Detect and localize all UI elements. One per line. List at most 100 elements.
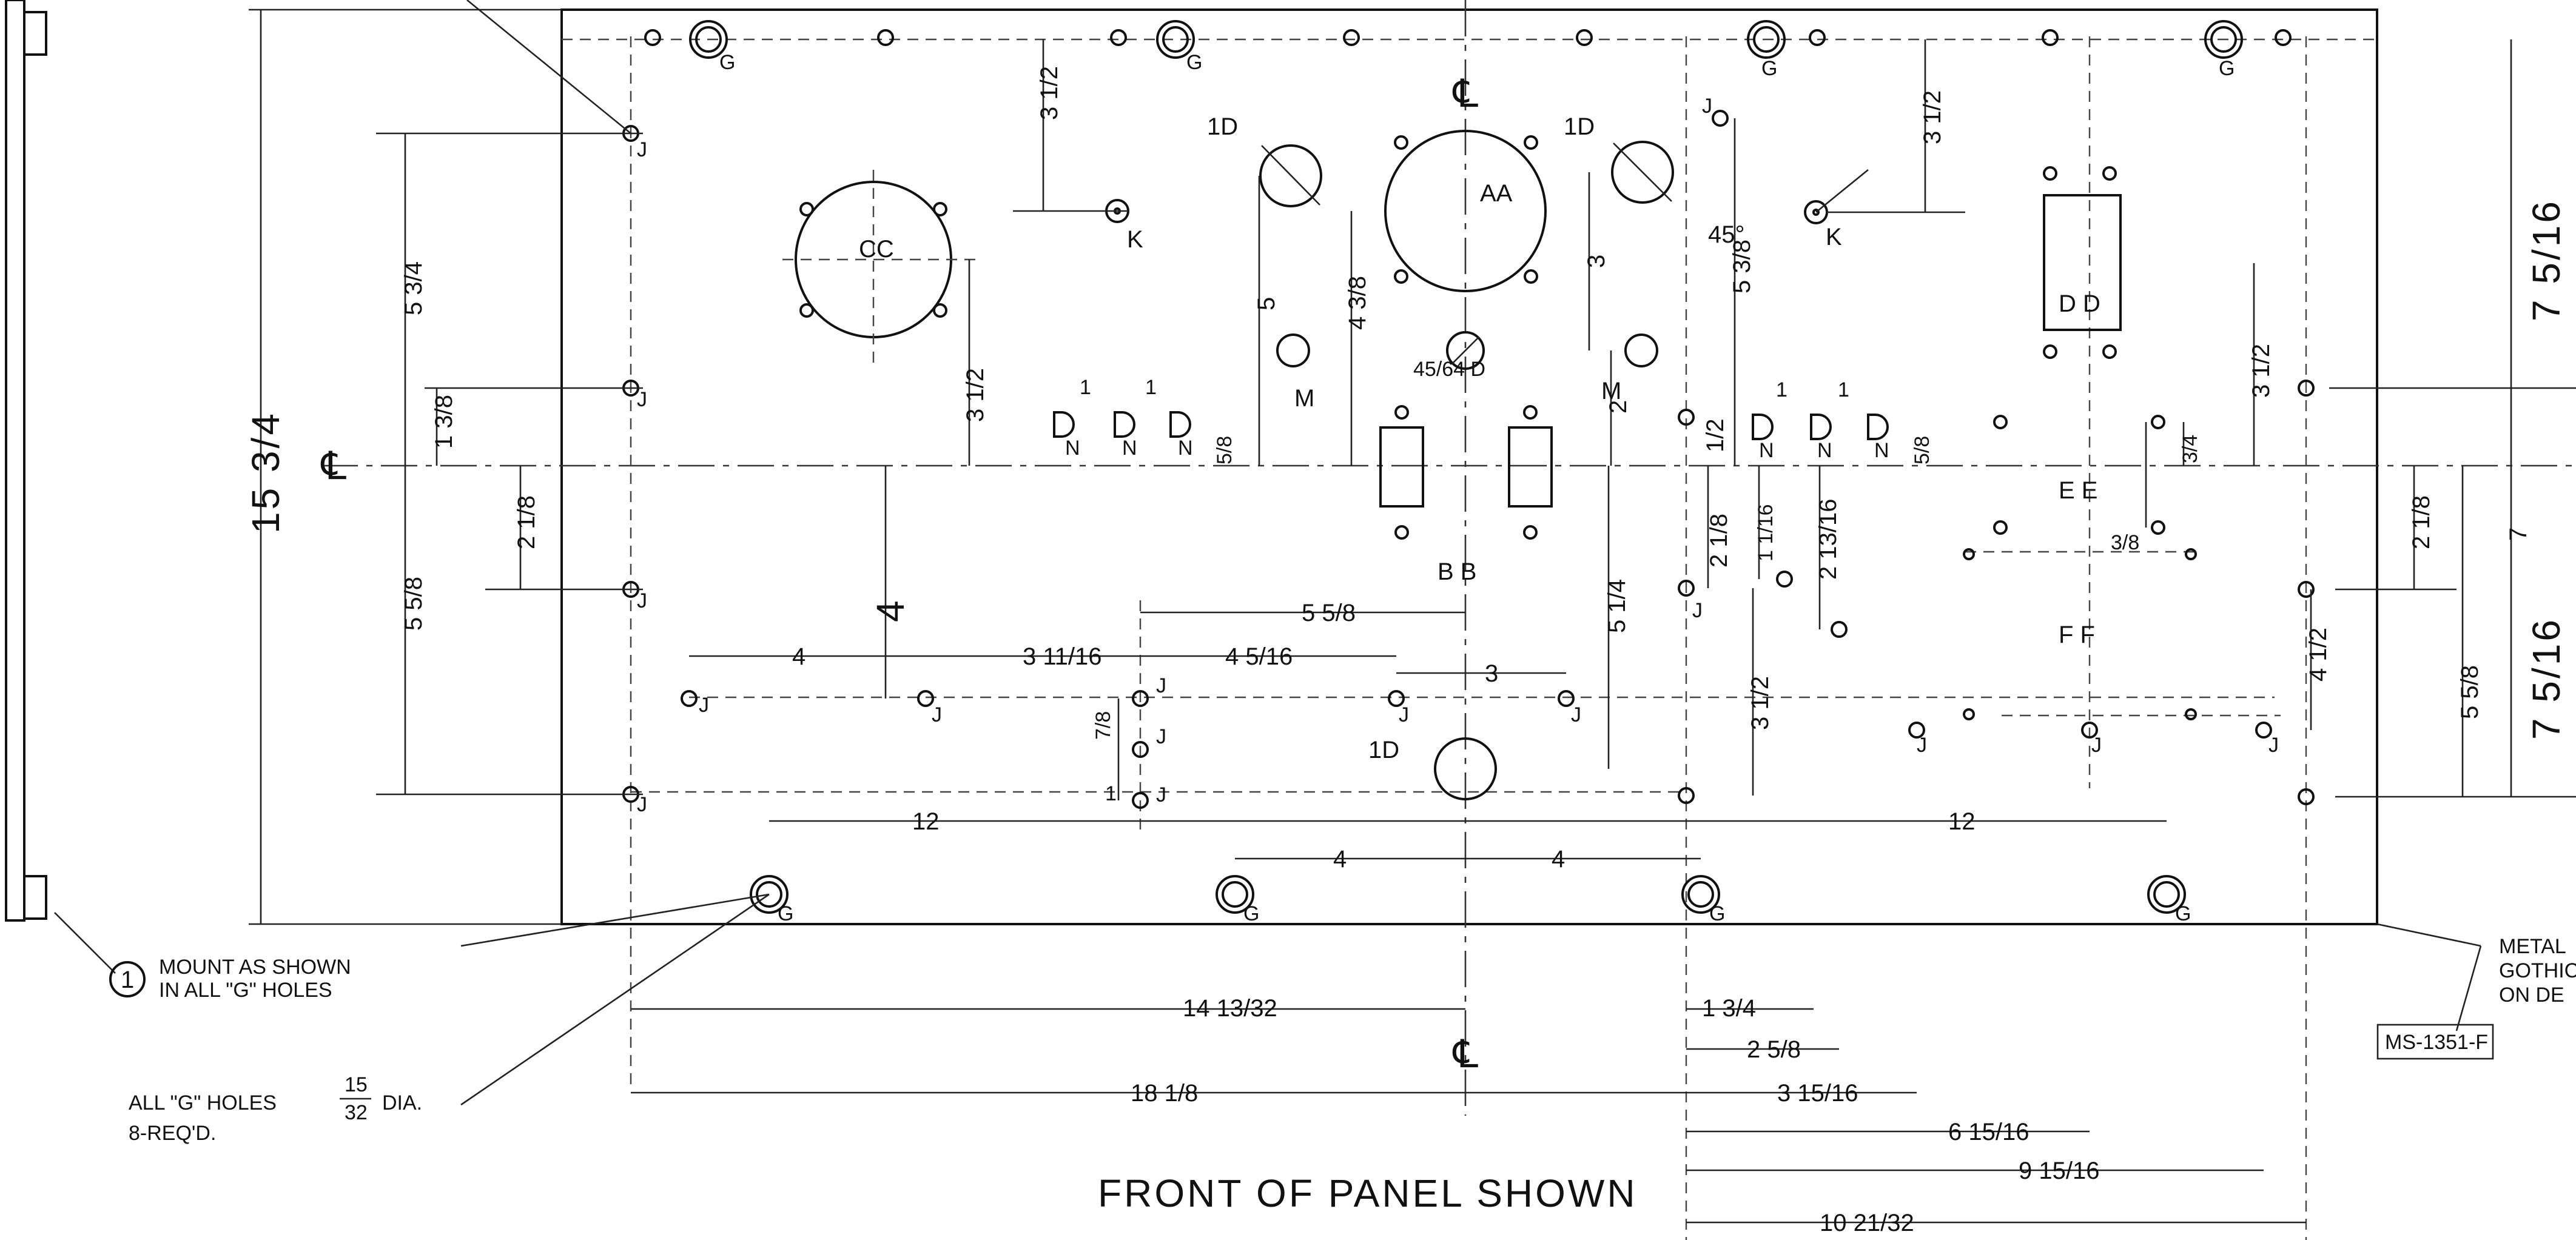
panel-outline <box>560 8 2378 925</box>
dim-lower-left: 5 5/8 <box>400 577 427 631</box>
dim-right-2-1-8: 2 1/8 <box>2408 495 2435 549</box>
dim-n-5-8: 5/8 <box>1213 436 1236 464</box>
dim-top-3-1-2-b: 3 1/2 <box>1919 90 1946 144</box>
label-m-right: M <box>1601 378 1621 404</box>
dim-2: 2 <box>1605 400 1632 414</box>
j-holes <box>622 29 2315 809</box>
metal-note-line1: METAL <box>2499 935 2566 958</box>
dim-base-14-13-32: 14 13/32 <box>1183 995 1277 1022</box>
dim-row-3-11-16: 3 11/16 <box>1023 643 1102 670</box>
dim-base-6-15-16: 6 15/16 <box>1948 1119 2029 1145</box>
dim-right-7-5-16-b: 7 5/16 <box>2524 617 2568 740</box>
label-j: J <box>1692 599 1703 622</box>
dim-ee-3-4: 3/4 <box>2179 435 2202 463</box>
dim-mid-2-13-16: 2 13/16 <box>1815 499 1841 580</box>
label-j: J <box>699 694 709 717</box>
dim-bottom-12-right: 12 <box>1948 808 1976 835</box>
dim-1-2: 1/2 <box>1702 418 1729 452</box>
m-holes <box>1276 333 1658 367</box>
g-holes-dia-num: 15 <box>345 1073 368 1096</box>
centerline-symbol-top: ℄ <box>1452 72 1481 115</box>
label-aa: AA <box>1480 180 1513 207</box>
label-dd: D D <box>2059 290 2100 317</box>
note-balloon-number: 1 <box>121 967 134 993</box>
dim-bottom-12-left: 12 <box>912 808 940 835</box>
label-k-right: K <box>1826 224 1842 250</box>
dim-mid-2-1-8: 2 1/8 <box>1706 514 1732 568</box>
dim-base-9-15-16: 9 15/16 <box>2019 1158 2099 1184</box>
label-1d-a: 1D <box>1207 113 1238 140</box>
mount-note-line1: MOUNT AS SHOWN <box>159 956 351 979</box>
dim-3: 3 <box>1583 255 1610 268</box>
dimension-lines <box>249 8 2576 1224</box>
dim-base-2-5-8: 2 5/8 <box>1747 1036 1801 1063</box>
dim-mid-1-1-16: 1 1/16 <box>1754 504 1777 561</box>
dim-row-3: 3 <box>1485 660 1498 687</box>
label-1d-c: 1D <box>1368 737 1399 763</box>
ee-ff-cutouts <box>1963 415 2197 720</box>
dimension-values: 15 3/4 5 3/4 5 5/8 1 3/8 2 1/8 3 1/2 3 1… <box>244 66 2568 1236</box>
dim-overall-height: 15 3/4 <box>244 411 288 534</box>
label-j: J <box>1156 674 1166 697</box>
label-n: N <box>1817 439 1832 462</box>
label-j: J <box>637 589 647 612</box>
panel-side-profile <box>5 0 47 922</box>
label-n: N <box>1759 439 1774 462</box>
dim-ee-3-8: 3/8 <box>2111 531 2139 554</box>
dim-top-3-1-2-a: 3 1/2 <box>1036 66 1063 120</box>
label-j: J <box>1399 703 1409 726</box>
g-holes-note-line2: 8-REQ'D. <box>129 1122 216 1145</box>
dim-mid-5-1-4: 5 1/4 <box>1604 579 1630 633</box>
label-cc: CC <box>859 236 894 263</box>
label-1d-b: 1D <box>1564 113 1595 140</box>
dim-cc-3-1-2: 3 1/2 <box>962 368 989 422</box>
label-g: G <box>1709 902 1725 925</box>
cc-cutout <box>782 170 983 364</box>
dim-mid-4-v: 4 <box>869 598 912 622</box>
label-n: N <box>1065 437 1080 460</box>
label-j: J <box>2091 734 2102 757</box>
dim-5: 5 <box>1253 297 1280 310</box>
label-j: J <box>637 138 647 161</box>
part-tag: MS-1351-F <box>2385 1031 2488 1054</box>
dim-right-7-5-16: 7 5/16 <box>2524 199 2568 321</box>
label-n: N <box>1178 437 1193 460</box>
label-k-left: K <box>1127 226 1143 253</box>
metal-note-line3: ON DE <box>2499 984 2564 1007</box>
dim-left-2-1-8: 2 1/8 <box>513 495 540 549</box>
note-balloon <box>109 961 146 997</box>
hole-letter-tags: G G G G G G G G J J J J J J J J J J J J … <box>637 51 2279 925</box>
label-j: J <box>1702 95 1712 118</box>
dim-col-1: 1 <box>1105 782 1117 805</box>
label-g: G <box>1186 51 1202 74</box>
label-j: J <box>1156 783 1166 806</box>
dim-right-5-5-8: 5 5/8 <box>2457 665 2483 719</box>
dim-n-5-8-b: 5/8 <box>1911 436 1934 464</box>
g-holes-dia-word: DIA. <box>382 1091 422 1114</box>
dim-dd-3-1-2: 3 1/2 <box>2248 344 2275 398</box>
label-j: J <box>637 388 647 411</box>
one-d-holes <box>1259 141 1674 800</box>
dim-upper-left: 5 3/4 <box>400 261 427 315</box>
dim-col-7-8: 7/8 <box>1092 711 1115 740</box>
dim-n-1-d: 1 <box>1838 378 1849 401</box>
metal-note-line2: GOTHIC <box>2499 959 2576 982</box>
part-tag-box <box>2376 1024 2494 1060</box>
centerline-symbol-left: ℄ <box>320 444 349 488</box>
dim-row-4: 4 <box>792 643 805 670</box>
centerline-symbol-bottom: ℄ <box>1452 1032 1481 1076</box>
mount-note-line2: IN ALL "G" HOLES <box>159 979 332 1002</box>
label-j: J <box>932 703 942 726</box>
dim-base-18-1-8: 18 1/8 <box>1131 1080 1198 1107</box>
label-bb: B B <box>1438 558 1476 585</box>
label-j: J <box>1571 703 1581 726</box>
label-ff: F F <box>2059 622 2095 648</box>
dim-row-5-5-8: 5 5/8 <box>1302 600 1356 626</box>
aa-cutout <box>1384 130 1547 370</box>
label-g: G <box>1243 902 1259 925</box>
label-n: N <box>1874 439 1889 462</box>
dim-n-1-a: 1 <box>1080 376 1091 399</box>
dim-base-10-21-32: 10 21/32 <box>1820 1210 1914 1236</box>
dim-row-4-5-16: 4 5/16 <box>1225 643 1293 670</box>
label-frac-d: 45/64 D <box>1413 358 1485 381</box>
